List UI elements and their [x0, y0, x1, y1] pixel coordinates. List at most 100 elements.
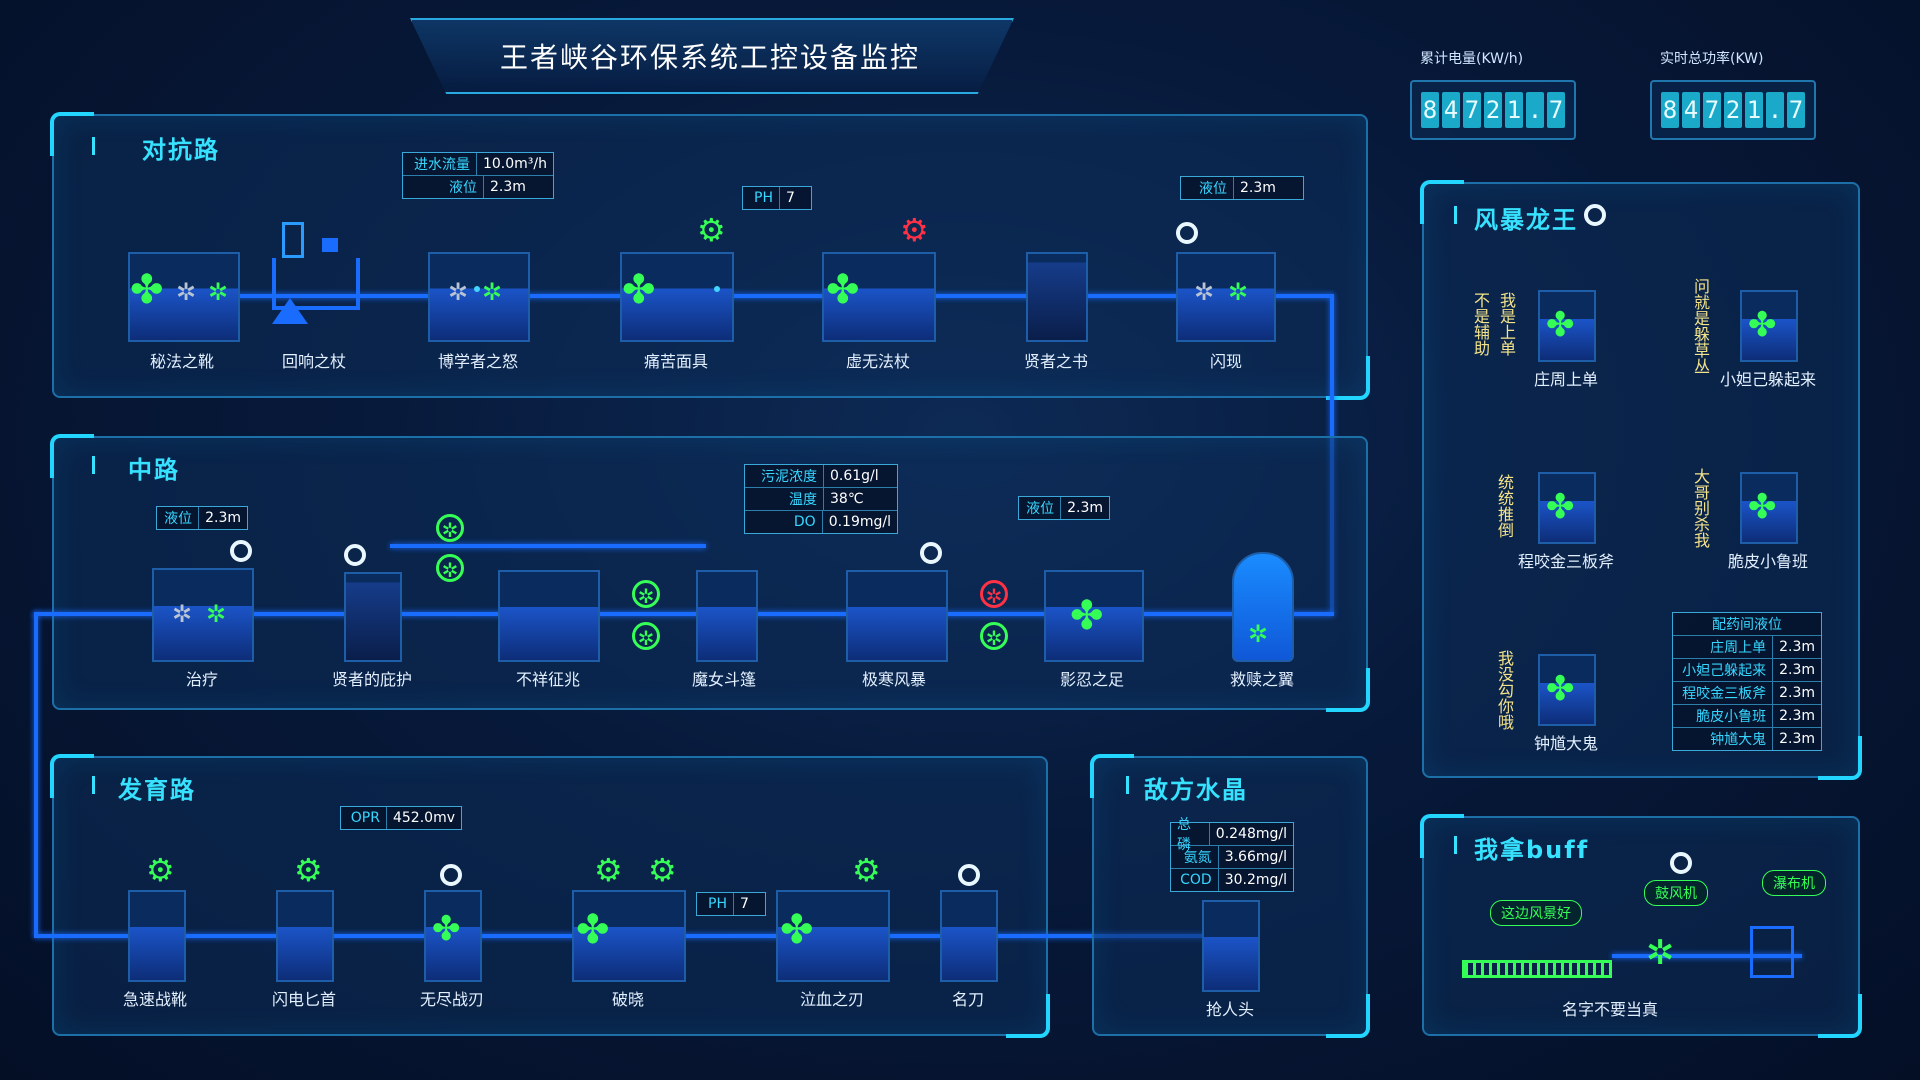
vessel[interactable]: [1232, 552, 1294, 662]
unit-label: 魔女斗篷: [691, 670, 756, 689]
tag-key: DO: [745, 511, 823, 533]
power-meter: 8 4 7 2 1 . 7: [1650, 80, 1816, 140]
mixer-icon: ✲: [172, 600, 193, 628]
dosing-tank[interactable]: [1740, 290, 1798, 362]
valve-icon[interactable]: ✲: [980, 622, 1008, 650]
tag-value: 2.3m: [1240, 180, 1276, 196]
gear-icon[interactable]: ⚙: [900, 211, 929, 249]
tag-value: 0.248mg/l: [1215, 826, 1287, 842]
tank[interactable]: [822, 252, 936, 342]
pump-icon[interactable]: [230, 540, 252, 562]
blower-icon[interactable]: ✲: [1646, 933, 1675, 973]
gear-icon[interactable]: ⚙: [146, 851, 175, 889]
tag-key: PH: [743, 187, 780, 209]
tag-ph: PH 7: [742, 186, 812, 210]
settling-tank[interactable]: [1026, 252, 1088, 342]
pump-icon[interactable]: [920, 542, 942, 564]
tank[interactable]: [498, 570, 600, 662]
gear-icon[interactable]: ⚙: [594, 851, 623, 889]
pump-icon[interactable]: [1670, 852, 1692, 874]
tank[interactable]: [1202, 900, 1260, 992]
dosing-tank[interactable]: [1538, 654, 1596, 726]
meter-digit: 1: [1505, 92, 1523, 128]
tank[interactable]: [940, 890, 998, 982]
pump-icon[interactable]: [1176, 222, 1198, 244]
tag-value: 452.0mv: [392, 810, 455, 826]
tank[interactable]: [128, 890, 186, 982]
dosing-tank[interactable]: [1740, 472, 1798, 544]
dosing-tank[interactable]: [1538, 290, 1596, 362]
gear-icon[interactable]: ⚙: [852, 851, 881, 889]
tag-value: 7: [786, 190, 795, 206]
title-banner: [410, 18, 1014, 94]
settling-tank[interactable]: [344, 572, 402, 662]
tank[interactable]: [696, 570, 758, 662]
unit-label: 程咬金三板斧: [1517, 552, 1614, 571]
filter-base: [272, 298, 308, 324]
filter-frame: [272, 258, 360, 310]
tag-key: 液位: [1181, 177, 1234, 199]
valve-icon[interactable]: ✲: [980, 580, 1008, 608]
energy-meter: 8 4 7 2 1 . 7: [1410, 80, 1576, 140]
dosing-tank[interactable]: [1538, 472, 1596, 544]
tank[interactable]: [776, 890, 890, 982]
panel-marker: [92, 456, 95, 474]
unit-label: 不祥征兆: [515, 670, 580, 689]
note-text: 我是上单: [1497, 292, 1516, 356]
pump-icon[interactable]: [344, 544, 366, 566]
meter-digit: 7: [1547, 92, 1565, 128]
gear-icon[interactable]: ⚙: [648, 851, 677, 889]
label-pill: 这边风景好: [1490, 900, 1582, 926]
meter-digit: 7: [1703, 92, 1721, 128]
filter-belt[interactable]: [1462, 960, 1612, 978]
tank[interactable]: [846, 570, 948, 662]
gear-icon[interactable]: ⚙: [294, 851, 323, 889]
fan-icon: ✤: [1748, 305, 1777, 345]
unit-label: 极寒风暴: [861, 670, 926, 689]
pump-icon[interactable]: [958, 864, 980, 886]
pump-icon[interactable]: [1584, 204, 1606, 226]
tank[interactable]: [428, 252, 530, 342]
tag-value: 2.3m: [1779, 708, 1815, 724]
panel-title-buff: 我拿buff: [1474, 836, 1590, 864]
gear-icon[interactable]: ⚙: [697, 211, 726, 249]
meter-digit: 2: [1484, 92, 1502, 128]
unit-label: 名刀: [951, 990, 984, 1009]
tank[interactable]: [152, 568, 254, 662]
tag-key: 总磷: [1171, 817, 1210, 853]
panel-title-bottom: 发育路: [118, 776, 196, 804]
meter-digit: 4: [1442, 92, 1460, 128]
valve-icon[interactable]: ✲: [632, 580, 660, 608]
pump-icon[interactable]: [440, 864, 462, 886]
waterfall-machine[interactable]: [1750, 926, 1794, 978]
tank[interactable]: [572, 890, 686, 982]
tank[interactable]: [1044, 570, 1144, 662]
valve-icon[interactable]: ✲: [632, 622, 660, 650]
valve-icon[interactable]: ✲: [436, 514, 464, 542]
tank[interactable]: [620, 252, 734, 342]
label-pill: 瀑布机: [1762, 870, 1826, 896]
tag-value: 38℃: [830, 491, 864, 507]
unit-label: 回响之杖: [281, 352, 346, 371]
tag-key: 温度: [745, 488, 824, 510]
tag-value: 2.3m: [1779, 639, 1815, 655]
mixer-icon: ✲: [1228, 278, 1249, 306]
energy-meter-label: 累计电量(KW/h): [1420, 51, 1524, 67]
tank[interactable]: [424, 890, 482, 982]
tag-key: 小妲己躲起来: [1673, 659, 1774, 681]
unit-label: 虚无法杖: [845, 352, 910, 371]
tank[interactable]: [128, 252, 240, 342]
valve-icon[interactable]: ✲: [436, 554, 464, 582]
tag-key: 进水流量: [403, 153, 477, 175]
tag-value: 2.3m: [1779, 662, 1815, 678]
tank[interactable]: [1176, 252, 1276, 342]
page-title: 王者峡谷环保系统工控设备监控: [499, 41, 920, 74]
tag-key: COD: [1171, 869, 1219, 891]
tank[interactable]: [276, 890, 334, 982]
panel-marker: [92, 137, 95, 155]
tag-key: 液位: [1019, 497, 1062, 519]
